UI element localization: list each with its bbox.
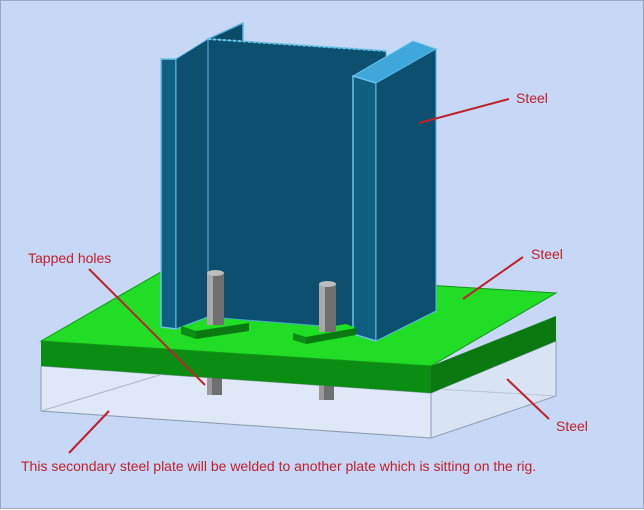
steel-column [160, 21, 438, 343]
caption-text: This secondary steel plate will be welde… [21, 458, 537, 474]
bolt-upper-right [319, 281, 336, 332]
label-steel-bottom-plate: Steel [556, 418, 588, 434]
label-steel-top-plate: Steel [531, 246, 563, 262]
leader-tapped-holes [88, 268, 206, 386]
bolt-upper-left [207, 270, 224, 325]
leader-steel-column [418, 98, 510, 124]
leader-caption [68, 410, 110, 454]
label-tapped-holes: Tapped holes [28, 250, 112, 266]
bolt-lower-left [207, 373, 222, 395]
label-steel-column: Steel [516, 90, 548, 106]
leader-steel-top-plate [462, 256, 524, 300]
leader-steel-bottom-plate [506, 378, 550, 420]
